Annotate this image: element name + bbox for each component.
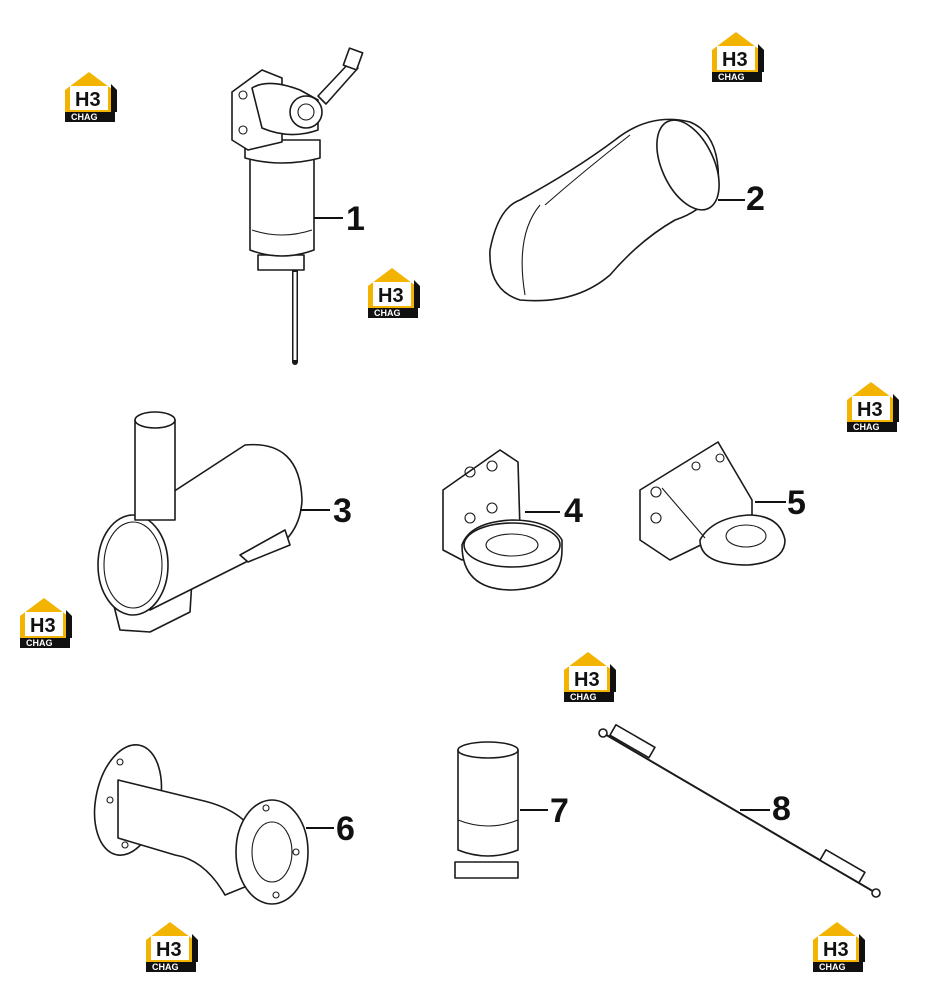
svg-text:CHAG: CHAG bbox=[71, 112, 98, 122]
svg-text:H3: H3 bbox=[156, 939, 182, 961]
callout-1: 1 bbox=[314, 200, 365, 238]
watermark-logo: H3 CHAG bbox=[20, 598, 72, 648]
part-8-cable-drawing bbox=[598, 724, 881, 898]
svg-text:CHAG: CHAG bbox=[718, 72, 745, 82]
watermark-logo: H3 CHAG bbox=[847, 382, 899, 432]
part-6-flanged-elbow-drawing bbox=[93, 744, 309, 905]
svg-text:CHAG: CHAG bbox=[853, 422, 880, 432]
svg-text:CHAG: CHAG bbox=[374, 308, 401, 318]
svg-text:2: 2 bbox=[746, 180, 765, 218]
svg-text:CHAG: CHAG bbox=[26, 638, 53, 648]
svg-text:4: 4 bbox=[564, 492, 583, 530]
svg-text:H3: H3 bbox=[857, 399, 883, 421]
svg-text:5: 5 bbox=[787, 484, 806, 522]
callout-2: 2 bbox=[718, 180, 765, 218]
svg-text:H3: H3 bbox=[574, 669, 600, 691]
part-2-elbow-hose-drawing bbox=[489, 118, 720, 302]
svg-text:8: 8 bbox=[772, 790, 791, 828]
watermark-logo: H3 CHAG bbox=[65, 72, 117, 122]
svg-text:H3: H3 bbox=[823, 939, 849, 961]
callout-8: 8 bbox=[740, 790, 791, 828]
callout-6: 6 bbox=[306, 810, 355, 848]
svg-text:7: 7 bbox=[550, 792, 569, 830]
svg-text:H3: H3 bbox=[722, 49, 748, 71]
part-7-sleeve-drawing bbox=[454, 741, 519, 879]
svg-text:CHAG: CHAG bbox=[570, 692, 597, 702]
watermark-logo: H3 CHAG bbox=[146, 922, 198, 972]
part-3-muffler-drawing bbox=[97, 411, 303, 633]
part-5-bracket-drawing bbox=[639, 441, 786, 566]
svg-text:3: 3 bbox=[333, 492, 352, 530]
watermark-logo: H3 CHAG bbox=[813, 922, 865, 972]
svg-text:H3: H3 bbox=[30, 615, 56, 637]
svg-text:6: 6 bbox=[336, 810, 355, 848]
svg-text:CHAG: CHAG bbox=[152, 962, 179, 972]
part-1-fuel-filter-drawing bbox=[231, 47, 364, 365]
watermark-logo: H3 CHAG bbox=[368, 268, 420, 318]
watermark-logo: H3 CHAG bbox=[564, 652, 616, 702]
svg-text:H3: H3 bbox=[75, 89, 101, 111]
svg-text:CHAG: CHAG bbox=[819, 962, 846, 972]
part-4-bracket-drawing bbox=[442, 449, 563, 591]
callout-4: 4 bbox=[525, 492, 583, 530]
callout-5: 5 bbox=[755, 484, 806, 522]
watermark-logo: H3 CHAG bbox=[712, 32, 764, 82]
svg-text:H3: H3 bbox=[378, 285, 404, 307]
callout-7: 7 bbox=[520, 792, 569, 830]
callout-3: 3 bbox=[300, 492, 352, 530]
svg-text:1: 1 bbox=[346, 200, 365, 238]
